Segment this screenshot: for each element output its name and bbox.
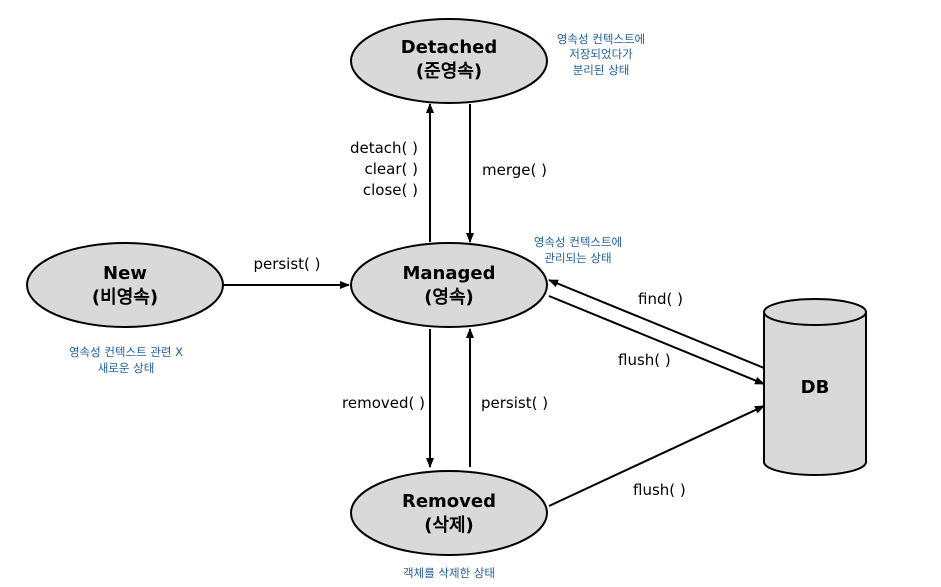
label-close: close( ) — [363, 181, 418, 199]
label-persist-removed: persist( ) — [481, 394, 548, 412]
note-new-line-1: 영속성 컨텍스트 관련 X — [69, 345, 183, 359]
state-managed-korean: (영속) — [424, 287, 474, 308]
arrow-db-to-managed-find — [548, 279, 765, 369]
arrow-managed-to-db-flush — [548, 295, 765, 385]
label-removed: removed( ) — [342, 394, 425, 412]
state-managed: Managed (영속) — [350, 242, 548, 328]
note-detached-line-3: 분리된 상태 — [573, 63, 630, 77]
note-detached: 영속성 컨텍스트에 저장되었다가 분리된 상태 — [557, 32, 645, 77]
state-new-korean: (비영속) — [92, 287, 158, 308]
state-removed-korean: (삭제) — [424, 515, 474, 536]
db-cylinder: DB — [763, 298, 867, 476]
note-removed-line-1: 객체를 삭제한 상태 — [403, 566, 495, 580]
label-find: find( ) — [638, 290, 683, 308]
state-new: New (비영속) — [26, 242, 224, 328]
note-managed-line-2: 관리되는 상태 — [544, 251, 611, 265]
label-flush-managed: flush( ) — [618, 351, 671, 369]
arrow-removed-to-db-flush — [548, 405, 765, 507]
note-removed: 객체를 삭제한 상태 — [403, 566, 495, 580]
state-detached-name: Detached — [401, 37, 497, 58]
note-managed: 영속성 컨텍스트에 관리되는 상태 — [534, 235, 622, 265]
state-removed-name: Removed — [402, 491, 496, 512]
label-clear: clear( ) — [365, 160, 418, 178]
label-flush-removed: flush( ) — [633, 481, 686, 499]
label-merge: merge( ) — [482, 161, 547, 179]
state-removed: Removed (삭제) — [350, 470, 548, 556]
note-managed-line-1: 영속성 컨텍스트에 — [534, 235, 622, 249]
note-new-line-2: 새로운 상태 — [98, 361, 155, 375]
label-persist-new: persist( ) — [253, 255, 320, 273]
note-detached-line-2: 저장되었다가 — [569, 47, 633, 61]
state-new-name: New — [103, 263, 147, 284]
state-detached: Detached (준영속) — [350, 18, 548, 104]
state-detached-korean: (준영속) — [416, 61, 482, 82]
label-detach: detach( ) — [350, 139, 418, 157]
note-new: 영속성 컨텍스트 관련 X 새로운 상태 — [69, 345, 183, 375]
db-label: DB — [801, 377, 830, 398]
label-detach-methods: detach( ) clear( ) close( ) — [350, 139, 418, 199]
state-managed-name: Managed — [403, 263, 496, 284]
note-detached-line-1: 영속성 컨텍스트에 — [557, 32, 645, 46]
